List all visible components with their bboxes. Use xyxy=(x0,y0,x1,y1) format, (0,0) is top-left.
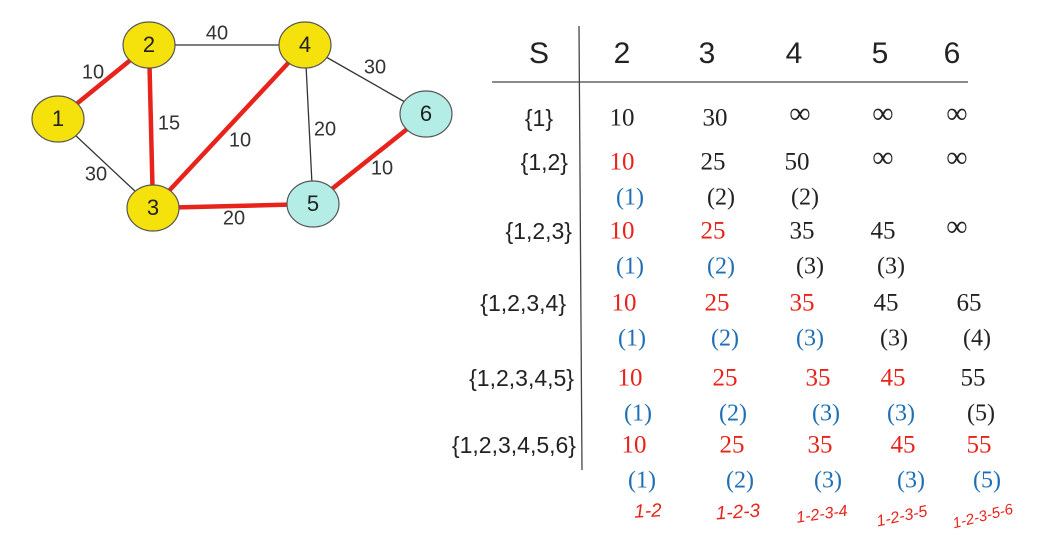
path-annotation: 1-2-3-5-6 xyxy=(951,501,1016,533)
row-set-label: {1,2,3} xyxy=(505,218,572,244)
edge-weight-label: 10 xyxy=(371,157,393,179)
cell-distance: 35 xyxy=(808,432,833,459)
cell-predecessor: (2) xyxy=(726,468,754,494)
cell-predecessor: (3) xyxy=(814,468,842,494)
cell-distance: 10 xyxy=(618,365,643,392)
cell-distance: 50 xyxy=(785,149,810,176)
cell-distance: 45 xyxy=(874,290,899,317)
row-set-label: {1} xyxy=(525,105,553,131)
cell-predecessor: (5) xyxy=(973,468,1001,494)
node-1 xyxy=(31,95,85,143)
node-label: 3 xyxy=(147,195,159,220)
edge-weight-label: 15 xyxy=(158,112,180,134)
edge-weight-label: 20 xyxy=(314,118,336,140)
cell-distance: ∞ xyxy=(872,141,893,174)
node-label: 1 xyxy=(52,106,64,131)
cell-predecessor: (2) xyxy=(719,401,747,427)
row-set-label: {1,2} xyxy=(521,149,569,175)
header-col-4: 4 xyxy=(786,37,803,70)
cell-distance: 45 xyxy=(871,218,896,245)
cell-distance: 25 xyxy=(713,365,738,392)
cell-predecessor: (3) xyxy=(880,326,908,352)
path-annotation: 1-2-3-4 xyxy=(795,503,849,527)
edge-4-5 xyxy=(304,44,314,205)
cell-distance: 25 xyxy=(720,432,745,459)
header-col-2: 2 xyxy=(614,37,631,70)
cell-distance: ∞ xyxy=(872,97,893,130)
cell-predecessor: (4) xyxy=(963,326,991,352)
node-label: 6 xyxy=(420,101,432,126)
header-col-3: 3 xyxy=(699,37,716,70)
edge-weight-label: 10 xyxy=(82,61,104,83)
cell-predecessor: (1) xyxy=(624,401,652,427)
cell-predecessor: (3) xyxy=(812,401,840,427)
edge-3-5 xyxy=(150,201,316,211)
cell-distance: 10 xyxy=(610,149,635,176)
cell-predecessor: (3) xyxy=(796,254,824,280)
cell-distance: 10 xyxy=(610,218,635,245)
cell-predecessor: (1) xyxy=(628,468,656,494)
node-5 xyxy=(286,180,340,228)
cell-predecessor: (3) xyxy=(796,326,824,352)
edge-2-3 xyxy=(146,42,156,211)
cell-predecessor: (1) xyxy=(618,326,646,352)
cell-distance: 35 xyxy=(806,365,831,392)
header-set-label: S xyxy=(529,37,549,70)
edge-weight-label: 30 xyxy=(364,56,386,78)
row-set-label: {1,2,3,4,5} xyxy=(469,365,574,391)
cell-distance: 10 xyxy=(612,290,637,317)
path-annotation: 1-2 xyxy=(634,500,663,522)
edge-weight-label: 30 xyxy=(85,163,107,185)
edge-3-4 xyxy=(150,42,308,211)
cell-distance: 25 xyxy=(701,149,726,176)
cell-predecessor: (1) xyxy=(616,185,644,211)
path-annotation: 1-2-3 xyxy=(715,500,761,524)
cell-distance: ∞ xyxy=(946,97,967,130)
row-set-label: {1,2,3,4} xyxy=(480,290,566,316)
cell-distance: 45 xyxy=(881,365,906,392)
cell-distance: ∞ xyxy=(946,141,967,174)
cell-distance: 55 xyxy=(967,432,992,459)
cell-predecessor: (3) xyxy=(897,468,925,494)
edge-weight-label: 10 xyxy=(229,129,251,151)
path-annotation: 1-2-3-5 xyxy=(875,503,929,530)
cell-predecessor: (3) xyxy=(887,401,915,427)
cell-distance: 30 xyxy=(703,105,728,132)
cell-distance: 25 xyxy=(705,290,730,317)
node-label: 2 xyxy=(143,32,155,57)
cell-distance: 55 xyxy=(961,365,986,392)
node-2 xyxy=(122,21,176,69)
cell-predecessor: (2) xyxy=(707,254,735,280)
cell-distance: ∞ xyxy=(789,97,810,130)
cell-predecessor: (1) xyxy=(616,254,644,280)
cell-predecessor: (5) xyxy=(967,401,995,427)
cell-distance: 65 xyxy=(957,290,982,317)
graph: 10 40 15 30 10 30 20 10 20 1 2 3 4 5 6 xyxy=(31,21,453,232)
cell-predecessor: (3) xyxy=(877,254,905,280)
node-label: 5 xyxy=(307,191,319,216)
cell-predecessor: (2) xyxy=(707,185,735,211)
node-6 xyxy=(399,90,453,138)
node-label: 4 xyxy=(299,32,311,57)
cell-distance: 45 xyxy=(891,432,916,459)
header-col-6: 6 xyxy=(944,37,961,70)
cell-distance: ∞ xyxy=(946,210,967,243)
edge-weight-label: 20 xyxy=(223,207,245,229)
edge-weight-label: 40 xyxy=(206,22,228,44)
node-4 xyxy=(278,21,332,69)
cell-distance: 25 xyxy=(701,218,726,245)
cell-predecessor: (2) xyxy=(711,326,739,352)
table-column-rule xyxy=(578,25,583,471)
node-3 xyxy=(126,184,180,232)
cell-distance: 10 xyxy=(622,432,647,459)
cell-distance: 35 xyxy=(790,290,815,317)
header-col-5: 5 xyxy=(872,37,889,70)
cell-distance: 35 xyxy=(790,218,815,245)
row-set-label: {1,2,3,4,5,6} xyxy=(452,432,576,458)
cell-distance: 10 xyxy=(610,105,635,132)
cell-predecessor: (2) xyxy=(791,185,819,211)
